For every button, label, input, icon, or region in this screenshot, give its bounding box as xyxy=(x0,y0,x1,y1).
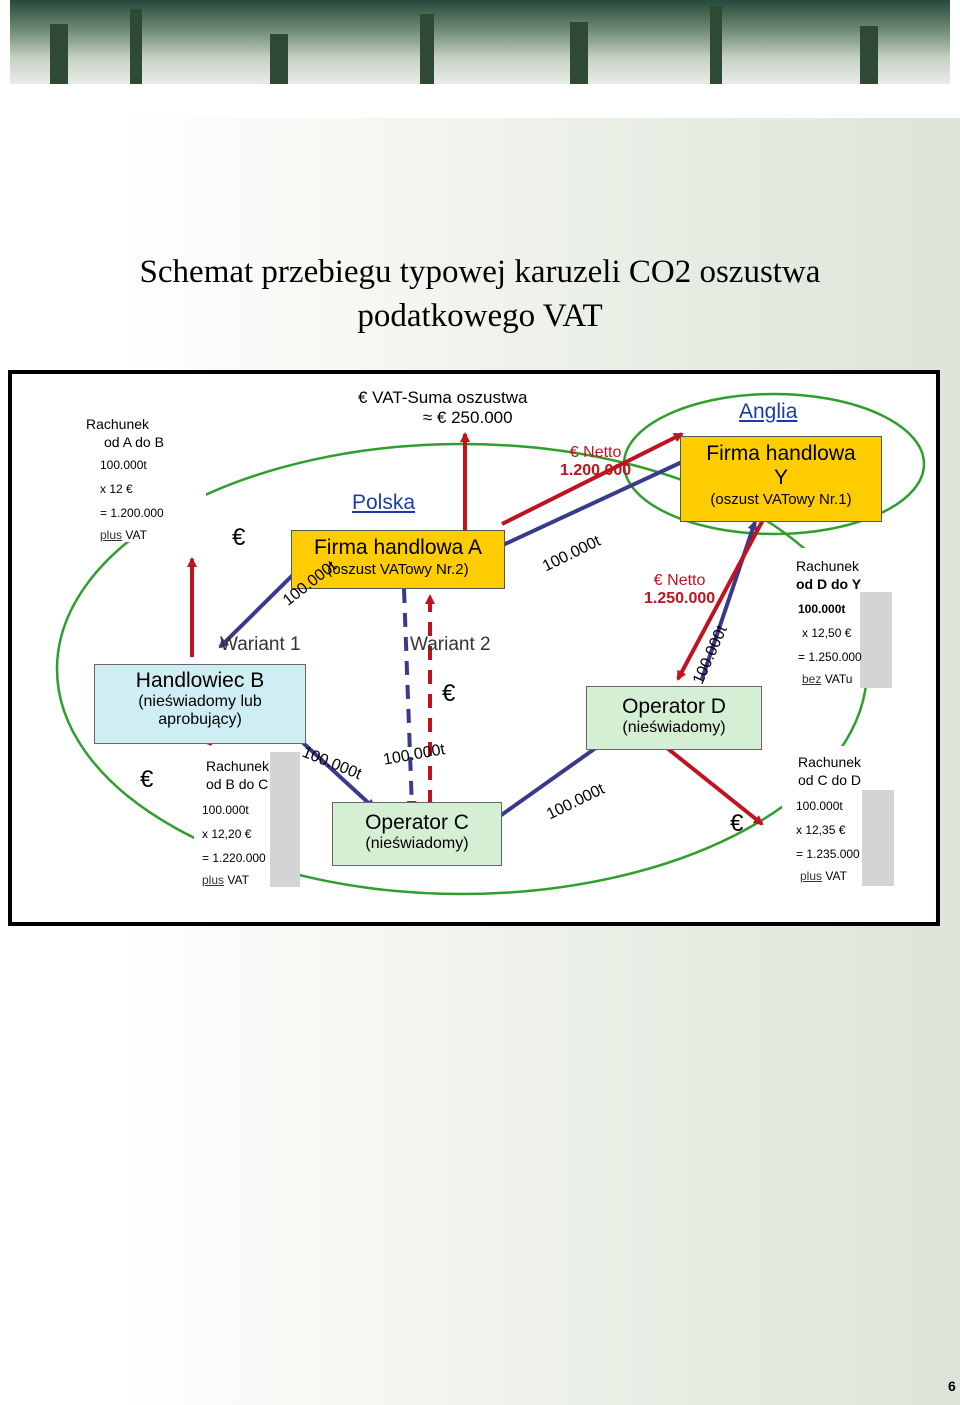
carousel-diagram: Rachunek od A do B 100.000t x 12 € = 1.2… xyxy=(8,370,940,926)
bill-title: Rachunek xyxy=(86,416,150,432)
bill-vat-word: bez xyxy=(802,672,822,686)
bill-vat-label: VAT xyxy=(122,528,147,542)
page-number: 6 xyxy=(948,1378,956,1394)
fraud-sum: € VAT-Suma oszustwa ≈ € 250.000 xyxy=(358,388,527,428)
operator-c-name: Operator C xyxy=(365,811,469,834)
operator-d-desc: (nieświadomy) xyxy=(622,719,726,736)
netto-label-2: € Netto 1.250.000 xyxy=(644,572,715,608)
goods-arrow-a-to-c-dashed xyxy=(402,588,417,811)
netto-label-2-line2: 1.250.000 xyxy=(644,590,716,607)
bill-vat: plus VAT xyxy=(800,869,847,883)
variant-2-label: Wariant 2 xyxy=(410,634,491,655)
firm-y-box: Firma handlowa Y (oszust VATowy Nr.1) xyxy=(680,436,882,522)
page-title-line2: podatkowego VAT xyxy=(357,298,603,334)
trader-b-desc-line2: aprobujący) xyxy=(158,711,242,728)
bill-vat-label: VAT xyxy=(822,869,847,883)
goods-arrow-y-to-a xyxy=(488,460,683,553)
netto-label-1-line1: € Netto xyxy=(569,444,622,461)
bill-vat-label: VATu xyxy=(821,672,853,686)
operator-d-name: Operator D xyxy=(622,695,726,718)
euro-symbol: € xyxy=(442,680,456,707)
bill-a-to-b: Rachunek od A do B 100.000t x 12 € = 1.2… xyxy=(76,412,206,542)
bill-c-to-d: Rachunek od C do D 100.000t x 12,35 € = … xyxy=(782,746,894,886)
variant-1-label: Wariant 1 xyxy=(220,634,301,655)
bill-title: Rachunek xyxy=(206,758,270,774)
bill-total: = 1.250.000 xyxy=(798,650,862,664)
netto-label-2-line1: € Netto xyxy=(653,572,706,589)
bill-price: x 12 € xyxy=(100,482,133,496)
operator-c-box: Operator C (nieświadomy) xyxy=(332,802,502,866)
page-title: Schemat przebiegu typowej karuzeli CO2 o… xyxy=(40,250,920,338)
money-arrow-y-to-d xyxy=(676,517,766,681)
bill-vat-word: plus xyxy=(202,873,225,887)
bill-vat-word: plus xyxy=(800,869,823,883)
bill-b-to-c: Rachunek od B do C 100.000t x 12,20 € = … xyxy=(194,752,300,887)
operator-d-box: Operator D (nieświadomy) xyxy=(586,686,762,750)
bill-title-sub: od C do D xyxy=(798,772,862,788)
bill-vat: plus VAT xyxy=(202,873,249,887)
euro-symbol: € xyxy=(140,766,154,793)
fraud-sum-line2: ≈ € 250.000 xyxy=(422,408,513,427)
trader-b-desc: (nieświadomy lub xyxy=(138,693,262,710)
bill-title: Rachunek xyxy=(798,754,862,770)
bill-quantity: 100.000t xyxy=(798,602,846,616)
firm-a-desc: (oszust VATowy Nr.2) xyxy=(327,561,469,578)
bill-vat: plus VAT xyxy=(100,528,147,542)
money-arrow-a-to-y xyxy=(501,432,684,526)
country-label-england: Anglia xyxy=(739,400,798,423)
trader-b-box: Handlowiec B (nieświadomy lub aprobujący… xyxy=(94,664,306,744)
bill-vat-label: VAT xyxy=(224,873,249,887)
trader-b-name: Handlowiec B xyxy=(135,669,265,692)
country-label-poland: Polska xyxy=(352,491,416,514)
bill-title-sub: od D do Y xyxy=(796,576,862,592)
bill-d-to-y: Rachunek od D do Y 100.000t x 12,50 € = … xyxy=(782,548,892,688)
money-arrow-d-to-c xyxy=(660,742,764,826)
firm-y-name: Firma handlowa xyxy=(706,442,856,465)
bill-price: x 12,20 € xyxy=(202,827,252,841)
page-title-line1: Schemat przebiegu typowej karuzeli CO2 o… xyxy=(139,254,821,290)
bill-total: = 1.220.000 xyxy=(202,851,266,865)
firm-y-name-line2: Y xyxy=(773,466,788,489)
firm-a-box: Firma handlowa A (oszust VATowy Nr.2) xyxy=(291,530,505,589)
header-forest-image xyxy=(10,0,950,84)
firm-a-name: Firma handlowa A xyxy=(313,536,483,559)
bill-title-sub: od A do B xyxy=(104,434,164,450)
netto-label-1: € Netto 1.200.000 xyxy=(560,444,631,480)
bill-vat-word: plus xyxy=(100,528,123,542)
euro-symbol: € xyxy=(232,524,246,551)
bill-quantity: 100.000t xyxy=(100,458,147,472)
netto-label-1-line2: 1.200.000 xyxy=(560,462,632,479)
bill-vat: bez VATu xyxy=(802,672,852,686)
bill-price: x 12,50 € xyxy=(802,626,852,640)
bill-quantity: 100.000t xyxy=(202,803,249,817)
bill-title: Rachunek xyxy=(796,558,860,574)
bill-total: = 1.200.000 xyxy=(100,506,164,520)
goods-arrow-c-to-d xyxy=(498,738,609,818)
bill-quantity: 100.000t xyxy=(796,799,843,813)
operator-c-desc: (nieświadomy) xyxy=(365,835,469,852)
bill-total: = 1.235.000 xyxy=(796,847,860,861)
firm-y-desc: (oszust VATowy Nr.1) xyxy=(710,491,852,508)
bill-price: x 12,35 € xyxy=(796,823,846,837)
fraud-sum-line1: € VAT-Suma oszustwa xyxy=(358,388,528,407)
bill-title-sub: od B do C xyxy=(206,776,269,792)
euro-symbol: € xyxy=(730,810,744,837)
